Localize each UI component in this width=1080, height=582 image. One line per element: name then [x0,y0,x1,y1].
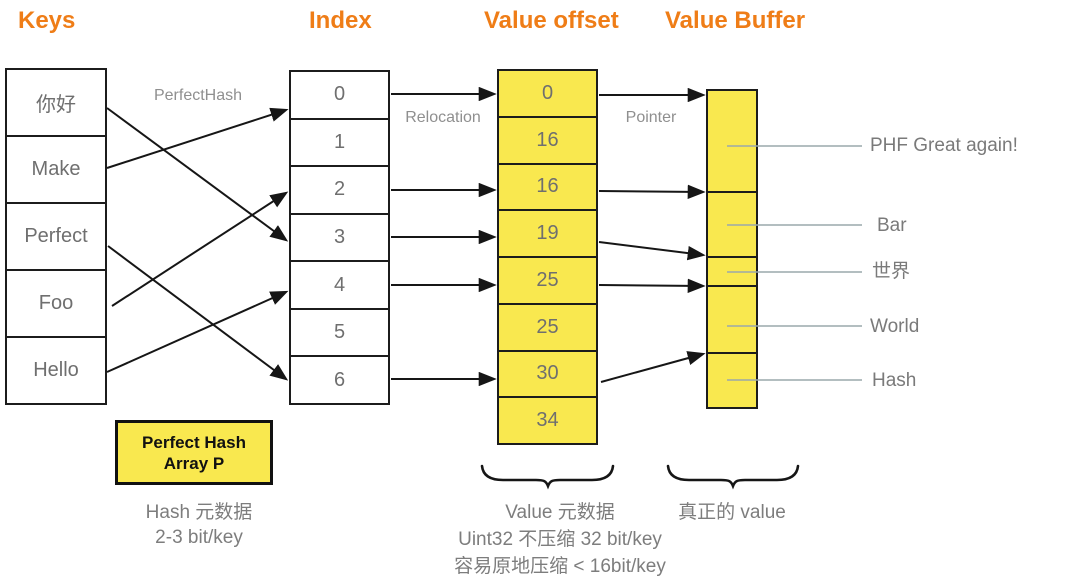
real-value-caption: 真正的 value [678,502,786,523]
index-header: Index [309,7,372,34]
value-offset-header: Value offset [484,7,619,34]
arrow-hash-hello [106,290,289,373]
value-meta-brace [480,464,615,490]
buffer-value-label: Hash [872,370,917,391]
arrow-pointer-25 [598,278,706,294]
offset-cell: 25 [499,302,596,350]
hash-meta-line: Hash 元数据 [145,502,253,523]
arrow-pointer-30 [600,351,706,383]
value-meta-caption: Value 元数据 Uint32 不压缩 32 bit/key 容易原地压缩 <… [405,499,715,580]
arrow-hash-make [106,107,289,169]
offset-cell: 30 [499,349,596,397]
buffer-segment [708,285,756,352]
buffer-segment [708,256,756,285]
buffer-value-label: 世界 [872,261,911,282]
array-box-line: Perfect Hash [142,432,246,452]
keys-to-index-arrows [106,107,289,381]
real-value-brace [666,464,800,490]
perfect-hash-label: PerfectHash [153,87,243,104]
underbraces [480,464,800,490]
arrow-hash-nihao [106,107,289,242]
perfect-hash-array-box: Perfect Hash Array P [115,420,273,485]
index-to-offset-arrows [391,86,497,387]
buffer-segment [708,191,756,256]
buffer-segment [708,352,756,407]
value-offset-column: 0 16 16 19 25 25 30 34 [497,69,598,445]
value-meta-line: 容易原地压缩 < 16bit/key [454,556,666,577]
keys-column: 你好 Make Perfect Foo Hello [5,68,107,405]
index-cell: 5 [291,307,388,356]
value-meta-line: Value 元数据 [505,502,615,523]
offset-cell: 16 [499,162,596,210]
buffer-value-label: World [870,316,920,337]
arrow-hash-perfect [107,245,289,381]
key-cell: 你好 [36,94,76,116]
index-cell: 0 [333,83,346,106]
arrow-hash-foo [111,191,289,307]
index-cell: 1 [291,117,388,166]
offset-cell: 16 [499,115,596,163]
value-buffer-header: Value Buffer [665,7,806,34]
offset-cell: 34 [499,396,596,443]
arrow-pointer-16 [598,184,706,200]
index-cell: 3 [291,212,388,261]
index-cell: 2 [291,165,388,213]
index-cell: 6 [291,355,388,403]
buffer-value-label: Bar [877,215,907,236]
index-column: 0 1 2 3 4 5 6 [289,70,390,405]
key-cell: Hello [7,336,105,403]
key-cell: Perfect [7,202,105,269]
value-buffer-column [706,89,758,409]
arrow-pointer-19 [598,241,706,261]
pointer-label: Pointer [625,109,677,126]
relocation-label: Relocation [405,109,481,126]
keys-header: Keys [18,7,76,34]
buffer-segment [708,91,756,191]
value-meta-line: Uint32 不压缩 32 bit/key [458,529,662,550]
offset-cell: 0 [499,71,596,116]
key-cell: Foo [7,269,105,336]
array-box-line: Array P [163,453,225,473]
hash-meta-line: 2-3 bit/key [155,527,243,548]
buffer-value-label: PHF Great again! [870,135,1018,156]
key-cell: Make [7,135,105,202]
offset-cell: 25 [499,256,596,303]
offset-cell: 19 [499,209,596,256]
offset-to-buffer-arrows [598,87,706,383]
index-cell: 4 [291,260,388,308]
hash-meta-caption: Hash 元数据 2-3 bit/key [104,500,294,550]
